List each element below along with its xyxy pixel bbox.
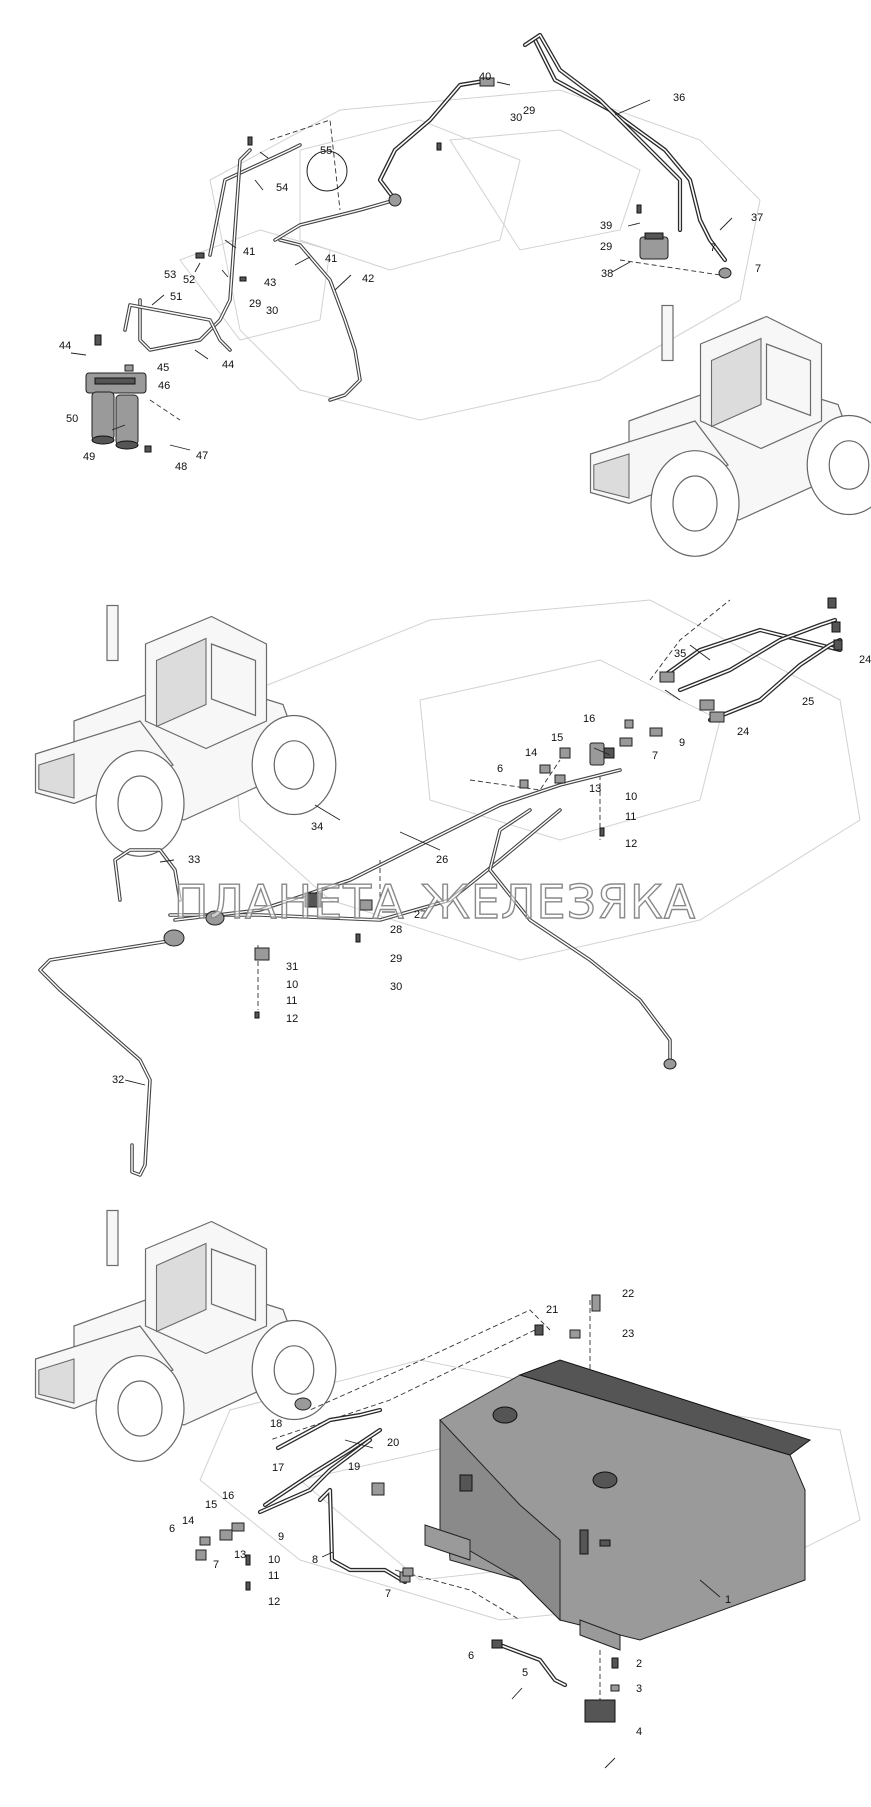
- callout-bot-19: 19: [348, 1461, 360, 1473]
- callout-mid-24b: 24: [737, 726, 749, 738]
- callout-top-50: 50: [66, 413, 78, 425]
- callout-mid-28: 28: [390, 924, 402, 936]
- callout-top-40: 40: [479, 71, 491, 83]
- callout-bot-23: 23: [622, 1328, 634, 1340]
- callout-top-54: 54: [276, 182, 288, 194]
- callout-top-43: 43: [264, 277, 276, 289]
- callout-top-41a: 41: [243, 246, 255, 258]
- callout-mid-35: 35: [674, 648, 686, 660]
- tractor-thumbnail-top: [589, 304, 871, 557]
- callout-bot-2: 2: [636, 1658, 642, 1670]
- callout-bot-5: 5: [522, 1667, 528, 1679]
- callout-mid-34: 34: [311, 821, 323, 833]
- callout-mid-11: 11: [625, 811, 636, 823]
- callout-bot-15: 15: [205, 1499, 217, 1511]
- callout-top-53: 53: [164, 269, 176, 281]
- callout-top-47: 47: [196, 450, 208, 462]
- callout-bot-12: 12: [268, 1596, 280, 1608]
- callout-mid-14: 14: [525, 747, 537, 759]
- callout-mid-12b: 12: [286, 1013, 298, 1025]
- callout-top-41b: 41: [325, 253, 337, 265]
- callout-mid-26: 26: [436, 854, 448, 866]
- callout-labels-top: 55 54 40 29 30 36 41 53 52 43 42 39 29 7…: [59, 71, 763, 473]
- callout-mid-12: 12: [625, 838, 637, 850]
- callout-mid-32: 32: [112, 1074, 124, 1086]
- callout-mid-11b: 11: [286, 995, 297, 1007]
- callout-mid-24a: 24: [859, 654, 871, 666]
- callout-bot-6a: 6: [169, 1523, 175, 1535]
- tractor-thumbnail-bottom: [34, 1209, 337, 1462]
- callout-top-29a: 29: [523, 105, 535, 117]
- callout-top-30a: 30: [510, 112, 522, 124]
- callout-mid-10b: 10: [286, 979, 298, 991]
- callout-bot-14: 14: [182, 1515, 194, 1527]
- callout-mid-27: 27: [414, 909, 426, 921]
- callout-top-42: 42: [362, 273, 374, 285]
- callout-mid-29: 29: [390, 953, 402, 965]
- callout-top-30b: 30: [266, 305, 278, 317]
- callout-top-36: 36: [673, 92, 685, 104]
- callout-top-7b: 7: [755, 263, 761, 275]
- callout-bot-21: 21: [546, 1304, 558, 1316]
- callout-mid-10: 10: [625, 791, 637, 803]
- callout-bot-18: 18: [270, 1418, 282, 1430]
- callout-top-7a: 7: [710, 242, 716, 254]
- callout-bot-4: 4: [636, 1726, 642, 1738]
- callout-mid-31: 31: [286, 961, 298, 973]
- watermark: ПЛАНЕТА ЖЕЛЕЗЯКА: [174, 875, 696, 929]
- callout-top-49: 49: [83, 451, 95, 463]
- callout-bot-7a: 7: [213, 1559, 219, 1571]
- callout-top-29c: 29: [249, 298, 261, 310]
- callout-bot-22: 22: [622, 1288, 634, 1300]
- callout-bot-20: 20: [387, 1437, 399, 1449]
- section-top-fuel-lines: [85, 32, 732, 453]
- callout-bot-1: 1: [725, 1594, 731, 1606]
- callout-mid-30: 30: [390, 981, 402, 993]
- callout-mid-25: 25: [802, 696, 814, 708]
- callout-top-48: 48: [175, 461, 187, 473]
- callout-labels-middle: 35 24 25 24 16 15 7 9 14 6 13 10 11 12 3…: [112, 648, 871, 1086]
- callout-leaders: [70, 81, 733, 1769]
- callout-bot-9: 9: [278, 1531, 284, 1543]
- callout-mid-15: 15: [551, 732, 563, 744]
- callout-bot-13: 13: [234, 1549, 246, 1561]
- section-bottom-fuel-tank: [195, 1294, 812, 1723]
- callout-top-44a: 44: [222, 359, 234, 371]
- callout-bot-6b: 6: [468, 1650, 474, 1662]
- callout-top-52: 52: [183, 274, 195, 286]
- callout-mid-33: 33: [188, 854, 200, 866]
- section-middle-fuel-lines: [38, 597, 843, 1177]
- callout-bot-16: 16: [222, 1490, 234, 1502]
- tractor-thumbnail-middle: [34, 604, 337, 857]
- callout-top-38: 38: [601, 268, 613, 280]
- callout-top-51: 51: [170, 291, 182, 303]
- callout-mid-13: 13: [589, 783, 601, 795]
- callout-top-55: 55: [320, 145, 332, 157]
- callout-mid-16: 16: [583, 713, 595, 725]
- callout-bot-17: 17: [272, 1462, 284, 1474]
- callout-top-44b: 44: [59, 340, 71, 352]
- callout-bot-7b: 7: [385, 1588, 391, 1600]
- callout-mid-9: 9: [679, 737, 685, 749]
- callout-top-45: 45: [157, 362, 169, 374]
- callout-top-39: 39: [600, 220, 612, 232]
- callout-bot-10: 10: [268, 1554, 280, 1566]
- callout-bot-3: 3: [636, 1683, 642, 1695]
- callout-top-37: 37: [751, 212, 763, 224]
- callout-labels-bottom: 22 21 23 18 20 17 19 16 15 14 6 9 13 10 …: [169, 1288, 731, 1738]
- callout-mid-6: 6: [497, 763, 503, 775]
- callout-bot-11: 11: [268, 1570, 279, 1582]
- callout-mid-7: 7: [652, 750, 658, 762]
- callout-top-46: 46: [158, 380, 170, 392]
- callout-bot-8: 8: [312, 1554, 318, 1566]
- callout-top-29b: 29: [600, 241, 612, 253]
